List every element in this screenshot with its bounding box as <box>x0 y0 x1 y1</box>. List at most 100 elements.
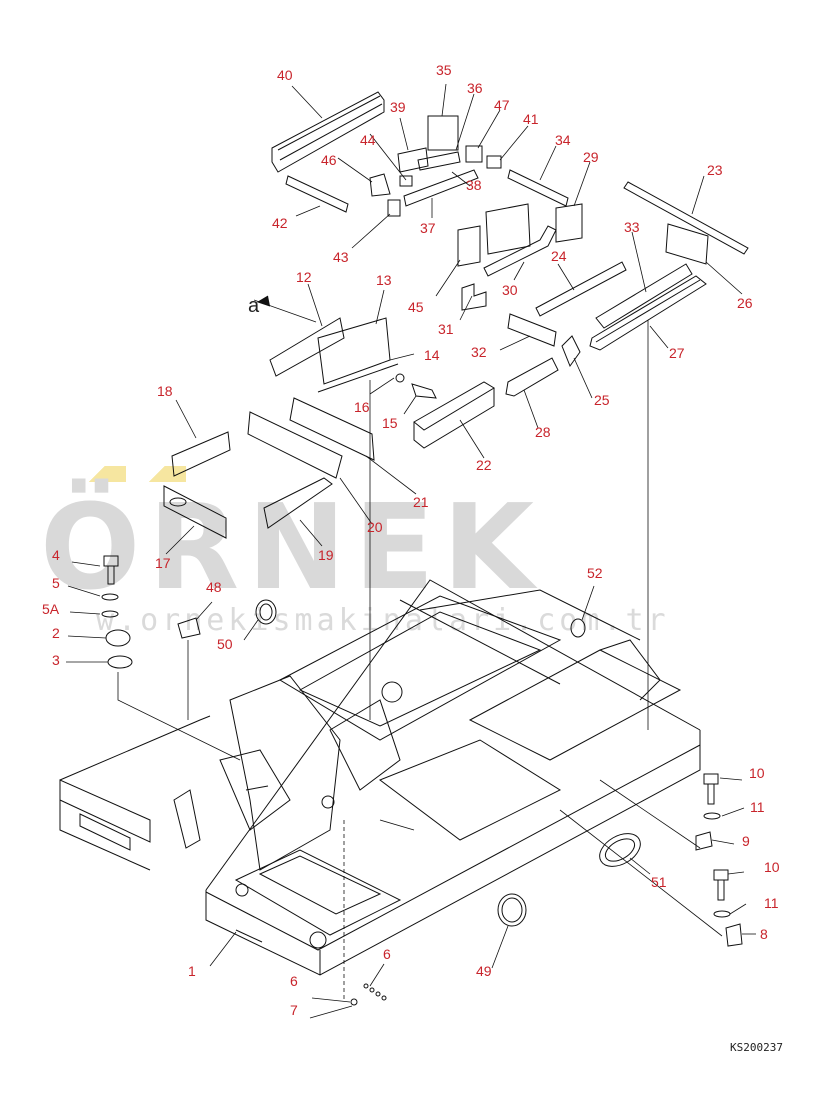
callout-40: 40 <box>277 67 293 83</box>
callout-2: 2 <box>52 625 60 641</box>
callout-49: 49 <box>476 963 492 979</box>
callout-8: 8 <box>760 926 768 942</box>
callout-44: 44 <box>360 132 376 148</box>
part-14-rod <box>317 363 399 393</box>
part-24-plate <box>485 203 531 255</box>
callout-30: 30 <box>502 282 518 298</box>
part-33-cover <box>589 263 707 351</box>
callout-48: 48 <box>206 579 222 595</box>
callout-51: 51 <box>651 874 667 890</box>
logo-umlaut-right <box>140 466 186 482</box>
callout-43: 43 <box>333 249 349 265</box>
callout-4: 4 <box>52 547 60 563</box>
part-15-bolt <box>395 373 437 399</box>
part-30-bracket <box>483 225 557 277</box>
part-23-bar <box>623 181 749 255</box>
callout-1: 1 <box>188 963 196 979</box>
part-38-plate <box>403 169 479 207</box>
part-51-seal <box>599 833 641 867</box>
callout-11b: 11 <box>764 895 779 911</box>
callout-18: 18 <box>157 383 173 399</box>
callout-52: 52 <box>587 565 603 581</box>
callout-10b: 10 <box>764 859 780 875</box>
part-25-corner <box>561 335 581 368</box>
part-11b-washer <box>713 910 731 918</box>
callout-10a: 10 <box>749 765 765 781</box>
part-24b-bar <box>535 261 627 317</box>
part-5-washer <box>101 593 119 601</box>
part-41-small <box>486 155 502 169</box>
callout-6b: 6 <box>383 946 391 962</box>
callout-13: 13 <box>376 272 392 288</box>
part-21-bar <box>289 397 375 461</box>
callout-16: 16 <box>354 399 370 415</box>
callout-45: 45 <box>408 299 424 315</box>
callout-6a: 6 <box>290 973 298 989</box>
part-2-cap <box>105 629 131 647</box>
view-arrow <box>256 295 271 307</box>
part-28-cover <box>505 357 559 397</box>
part-29-plate <box>555 203 583 243</box>
callout-22: 22 <box>476 457 492 473</box>
main-frame <box>59 579 701 976</box>
callout-14: 14 <box>424 347 440 363</box>
callout-26: 26 <box>737 295 753 311</box>
part-13-block <box>317 317 391 385</box>
part-20-bar <box>247 411 343 479</box>
callout-34: 34 <box>555 132 571 148</box>
part-18-plate <box>171 431 231 477</box>
part-40-cover <box>271 91 385 173</box>
callout-7: 7 <box>290 1002 298 1018</box>
callout-50: 50 <box>217 636 233 652</box>
part-11a-washer <box>703 812 721 820</box>
callout-9: 9 <box>742 833 750 849</box>
drawing-code: KS200237 <box>730 1041 783 1054</box>
part-22-plate <box>413 381 495 449</box>
part-43-small <box>387 199 401 217</box>
logo-umlaut-left <box>80 466 126 482</box>
callout-19: 19 <box>318 547 334 563</box>
watermark-url: w.ornekismakinalari.com.tr <box>96 603 670 638</box>
callout-5A: 5A <box>42 601 60 617</box>
callout-35: 35 <box>436 62 452 78</box>
part-10a-bolt <box>703 773 719 805</box>
part-47-small <box>465 145 483 163</box>
callout-36: 36 <box>467 80 483 96</box>
view-marker-a: a <box>248 295 260 317</box>
part-50-grommet <box>255 599 277 625</box>
callout-11a: 11 <box>750 799 765 815</box>
part-5A-washer <box>101 610 119 618</box>
watermark-brand: ÖRNEK <box>40 478 542 616</box>
callout-41: 41 <box>523 111 539 127</box>
part-39-plate <box>397 147 429 173</box>
part-49-grommet <box>497 893 527 927</box>
part-4-bolt <box>103 555 119 585</box>
callout-27: 27 <box>669 345 685 361</box>
part-26-plate <box>665 223 709 265</box>
part-17-plate <box>163 485 227 539</box>
callout-21: 21 <box>413 494 429 510</box>
part-7-pin <box>350 998 358 1006</box>
part-52-grommet <box>570 618 586 638</box>
part-8-bracket <box>725 923 743 947</box>
callout-24: 24 <box>551 248 567 264</box>
part-3-ring <box>107 655 133 669</box>
callout-46: 46 <box>321 152 337 168</box>
callout-15: 15 <box>382 415 398 431</box>
part-34-strip <box>507 169 569 207</box>
part-48-clip <box>177 617 201 639</box>
part-10b-bolt <box>713 869 729 901</box>
callout-20: 20 <box>367 519 383 535</box>
part-12-plate <box>269 317 345 377</box>
leader-lines <box>66 83 756 1019</box>
callout-5: 5 <box>52 575 60 591</box>
callout-23: 23 <box>707 162 723 178</box>
callout-38: 38 <box>466 177 482 193</box>
callout-25: 25 <box>594 392 610 408</box>
part-31-bracket <box>461 283 487 311</box>
callout-31: 31 <box>438 321 454 337</box>
callout-42: 42 <box>272 215 288 231</box>
part-45-plate <box>457 225 481 267</box>
callout-3: 3 <box>52 652 60 668</box>
